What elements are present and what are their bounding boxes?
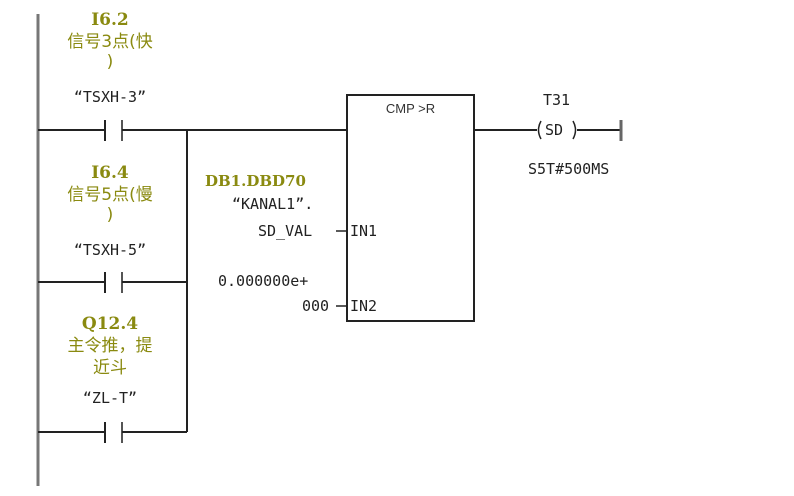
in2-pin-label: IN2 <box>350 297 378 315</box>
contact-2-symbol: “TSXH-5” <box>73 241 147 259</box>
contact-i6-4[interactable] <box>38 272 187 293</box>
compare-box[interactable] <box>346 94 475 322</box>
contact-q12-4[interactable] <box>38 422 187 443</box>
contact-i6-2[interactable] <box>38 120 187 141</box>
timer-number: T31 <box>543 91 571 109</box>
contact-3-symbol: “ZL-T” <box>82 389 138 407</box>
contact-3-comment-line2: 近斗 <box>93 358 127 378</box>
in2-operand-line1: 0.000000e+ <box>218 272 309 290</box>
contact-2-address: I6.4 <box>91 163 129 183</box>
contact-1-comment-line2: ) <box>106 52 114 72</box>
in1-operand-line1: “KANAL1”. <box>232 195 314 213</box>
contact-1-comment-line1: 信号3点(快 <box>67 32 153 52</box>
contact-3-comment-line1: 主令推，提 <box>67 336 153 356</box>
timer-preset: S5T#500MS <box>528 160 610 178</box>
in1-pin-label: IN1 <box>350 222 378 240</box>
in1-operand-line2: SD_VAL <box>258 222 313 240</box>
in1-address: DB1.DBD70 <box>205 172 306 190</box>
timer-instruction: SD <box>545 121 564 139</box>
in2-operand-line2: 000 <box>302 297 330 315</box>
contact-2-comment-line2: ) <box>106 205 114 225</box>
compare-box-title: CMP >R <box>385 101 436 116</box>
contact-2-comment-line1: 信号5点(慢 <box>67 185 153 205</box>
contact-1-symbol: “TSXH-3” <box>73 88 147 106</box>
contact-1-address: I6.2 <box>91 10 129 30</box>
contact-3-address: Q12.4 <box>81 314 139 334</box>
timer-coil[interactable] <box>537 120 577 140</box>
